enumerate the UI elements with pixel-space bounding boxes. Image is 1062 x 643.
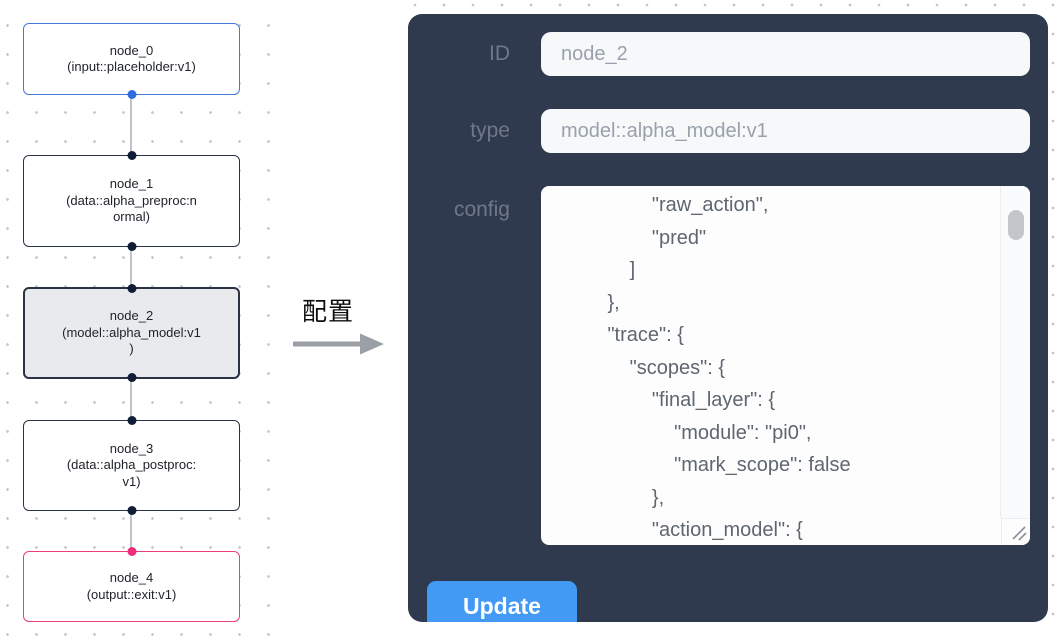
node-title: node_4: [109, 570, 154, 585]
node-type-line: (data::alpha_preproc:n: [66, 192, 197, 208]
config-textarea[interactable]: "raw_action", "pred" ] }, "trace": { "sc…: [541, 186, 1030, 545]
node-0[interactable]: node_0 (input::placeholder:v1): [23, 23, 240, 99]
node-type-line: ormal): [113, 209, 150, 225]
type-field-label: type: [470, 119, 510, 142]
config-field-row: config "raw_action", "pred" ] }, "trace"…: [408, 186, 1048, 545]
edge-node0-node1: [130, 95, 132, 155]
node-title: node_2: [109, 308, 154, 324]
node-type-line: (input::placeholder:v1): [67, 59, 196, 74]
transition-label: 配置: [302, 298, 355, 326]
node-title: node_3: [109, 440, 154, 456]
id-field-row: ID: [408, 32, 1048, 76]
node-type-line: (data::alpha_postproc:: [66, 457, 197, 473]
type-input[interactable]: [541, 109, 1030, 153]
input-port[interactable]: [127, 284, 136, 293]
config-scrollbar-thumb[interactable]: [1008, 210, 1024, 240]
node-title: node_1: [109, 176, 154, 192]
config-json-text: "raw_action", "pred" ] }, "trace": { "sc…: [607, 194, 851, 541]
input-port[interactable]: [127, 547, 136, 556]
output-port[interactable]: [127, 506, 136, 515]
edge-node1-node2: [130, 247, 132, 287]
node-2[interactable]: node_2 (model::alpha_model:v1 ): [23, 284, 240, 382]
transition: 配置: [292, 292, 392, 355]
edge-node2-node3: [130, 379, 132, 420]
node-config-panel: ID type config "raw_action", "pred" ] },…: [408, 14, 1048, 622]
node-4[interactable]: node_4 (output::exit:v1): [23, 547, 240, 622]
resize-handle[interactable]: [1001, 518, 1030, 545]
output-port[interactable]: [127, 242, 136, 251]
resize-grip-icon: [1012, 526, 1027, 541]
id-input[interactable]: [541, 32, 1030, 76]
output-port[interactable]: [127, 90, 136, 99]
id-field-label: ID: [489, 42, 510, 65]
input-port[interactable]: [127, 416, 136, 425]
node-type-line: (output::exit:v1): [86, 586, 177, 602]
input-port[interactable]: [127, 151, 136, 160]
node-3[interactable]: node_3 (data::alpha_postproc: v1): [23, 416, 240, 515]
node-1[interactable]: node_1 (data::alpha_preproc:n ormal): [23, 151, 240, 251]
right-arrow-icon: [293, 333, 384, 355]
flow-canvas: node_0 (input::placeholder:v1) node_1 (d…: [0, 0, 282, 643]
node-type-line: (model::alpha_model:v1: [62, 324, 201, 340]
update-button[interactable]: Update: [427, 581, 577, 622]
node-type-line: ): [129, 341, 134, 357]
panel-canvas: ID type config "raw_action", "pred" ] },…: [390, 0, 1062, 622]
config-scrollbar-track[interactable]: [1000, 186, 1030, 518]
node-title: node_0: [109, 42, 154, 58]
node-type-line: v1): [122, 473, 141, 489]
type-field-row: type: [408, 109, 1048, 153]
edge-node3-node4: [130, 511, 132, 551]
config-field-label: config: [453, 198, 510, 221]
output-port[interactable]: [127, 373, 136, 382]
